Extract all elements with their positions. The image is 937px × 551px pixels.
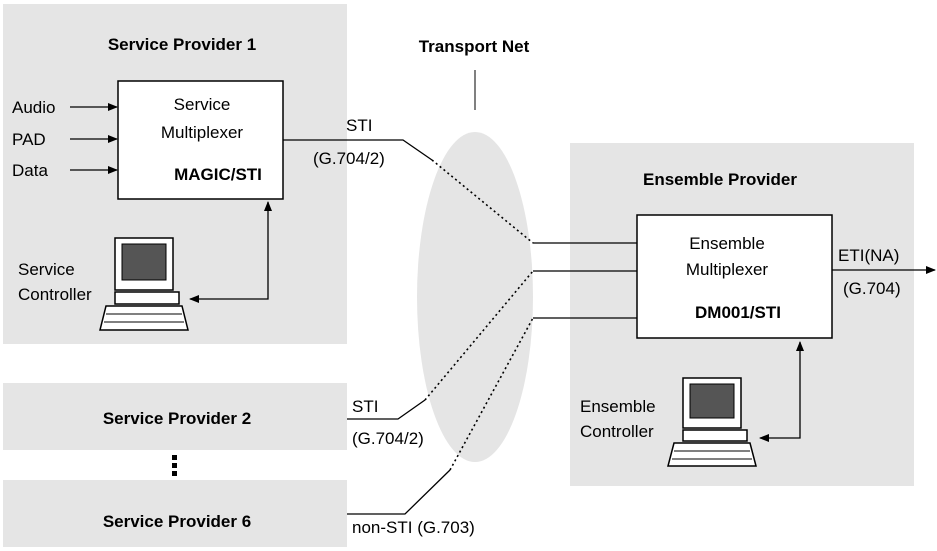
sp2-link-label-2: (G.704/2) (352, 429, 424, 448)
ensemble-controller-label-2: Controller (580, 422, 654, 441)
ensemble-multiplexer-label-1: Ensemble (689, 234, 765, 253)
service-multiplexer-label-2: Multiplexer (161, 123, 244, 142)
sp6-link-label: non-STI (G.703) (352, 518, 475, 537)
service-provider-1-title: Service Provider 1 (108, 35, 256, 54)
sp1-link-label-2: (G.704/2) (313, 149, 385, 168)
pad-input-label: PAD (12, 130, 46, 149)
sp2-sti-link-dotted (424, 270, 534, 401)
audio-input-label: Audio (12, 98, 55, 117)
ensemble-multiplexer-label-2: Multiplexer (686, 260, 769, 279)
service-provider-6-title: Service Provider 6 (103, 512, 251, 531)
service-multiplexer-name: MAGIC/STI (174, 165, 262, 184)
service-provider-2-panel (3, 383, 347, 450)
sp2-sti-link-solid (347, 399, 426, 420)
ensemble-multiplexer-name: DM001/STI (695, 303, 781, 322)
ensemble-controller-label-1: Ensemble (580, 397, 656, 416)
service-controller-label-1: Service (18, 260, 75, 279)
ensemble-controller-link (759, 341, 804, 442)
sp1-link-label-1: STI (346, 116, 372, 135)
eti-output-label-1: ETI(NA) (838, 246, 899, 265)
sp6-link-solid (347, 469, 451, 515)
ensemble-provider-title: Ensemble Provider (643, 170, 797, 189)
ensemble-controller-computer-icon (667, 377, 757, 467)
service-controller-computer-icon (99, 237, 189, 331)
service-multiplexer-label-1: Service (174, 95, 231, 114)
service-controller-link (189, 201, 272, 303)
transport-net-ellipse (417, 132, 533, 462)
data-input-label: Data (12, 161, 48, 180)
more-providers-dots (172, 455, 177, 476)
sp6-link-dotted (449, 317, 534, 471)
sp1-sti-link-dotted (431, 159, 534, 244)
eti-output-label-2: (G.704) (843, 279, 901, 298)
ensemble-multiplexer-box (636, 214, 833, 339)
transport-net-title: Transport Net (419, 37, 530, 56)
service-provider-2-title: Service Provider 2 (103, 409, 251, 428)
service-multiplexer-box (117, 80, 284, 200)
service-provider-6-panel (3, 480, 347, 547)
service-controller-label-2: Controller (18, 285, 92, 304)
sp1-sti-link-solid (283, 139, 433, 161)
sp2-link-label-1: STI (352, 397, 378, 416)
